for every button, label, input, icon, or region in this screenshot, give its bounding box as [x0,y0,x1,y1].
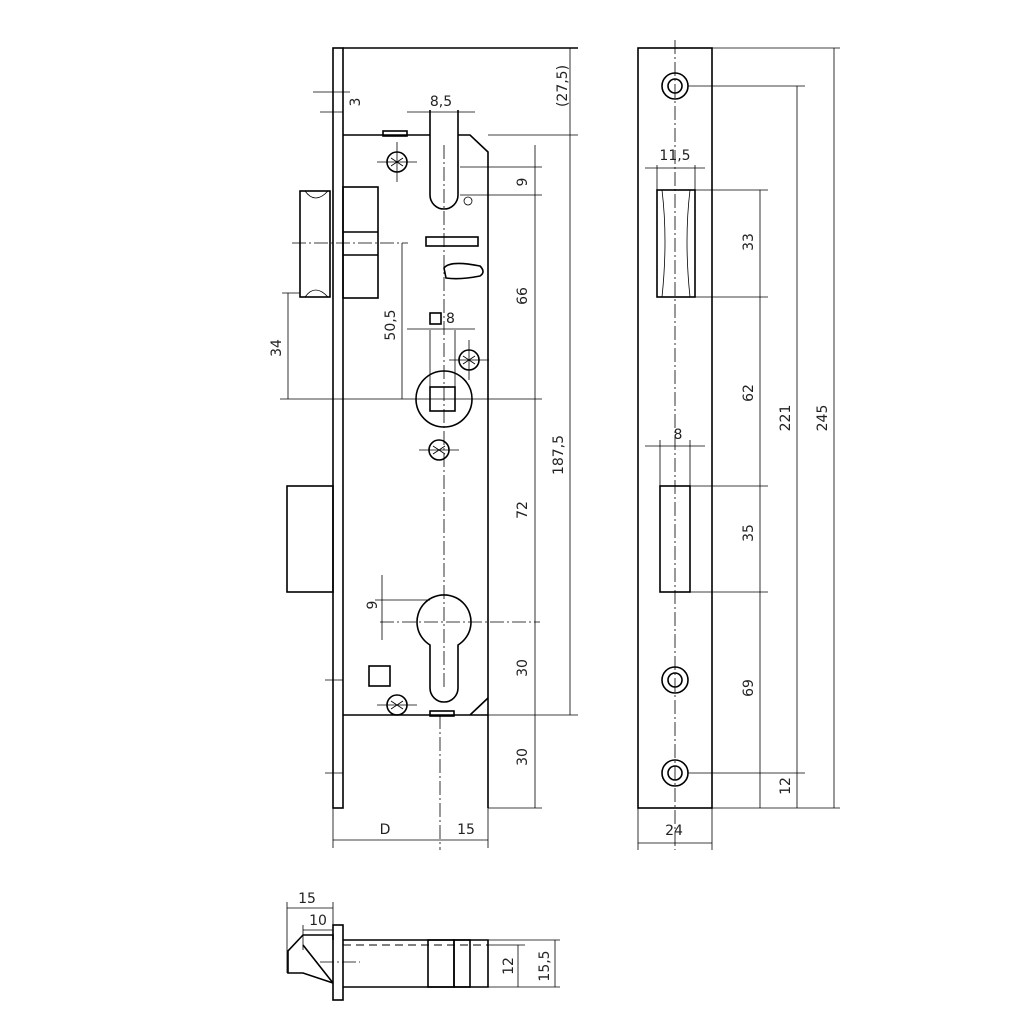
faceplate [332,47,344,809]
dim-hole-span: 221 [778,405,794,432]
dim-slot-width: 8,5 [430,94,452,110]
dim-bolt-opening-height: 35 [741,524,757,542]
strike-plate [637,40,840,850]
screw-icon [377,142,417,182]
dim-case-depth: 15 [457,822,475,838]
screw-hole-icon [661,666,689,694]
dim-latch-to-follower: 50,5 [383,309,399,340]
dim-cylinder-to-bottom: 30 [515,659,531,677]
screw-icon [449,340,489,380]
dim-between-openings: 62 [741,384,757,402]
catch [443,262,484,280]
dim-top-offset: (27,5) [555,65,571,107]
upper-slot [429,110,459,210]
screw-icon [419,439,459,461]
dim-latch-bevel: 10 [309,913,327,929]
dim-bottom-offset: 30 [515,748,531,766]
dim-follower-to-cylinder: 72 [515,501,531,519]
bolt-opening [659,485,691,593]
case-outline [343,134,489,808]
dim-case-inner: 12 [501,957,517,975]
screw-icon [377,694,417,716]
cylinder-cutout [416,594,472,703]
dim-upper-to-follower: 66 [515,287,531,305]
dim-overall-case: 187,5 [551,435,567,475]
dim-faceplate-thickness: 3 [348,98,364,107]
lock-body-front-view [280,47,578,850]
dim-bolt-to-hole: 69 [741,679,757,697]
dim-overall-height: 245 [815,405,831,432]
dim-bolt-opening-width: 8 [674,427,683,443]
dim-latch-height: 34 [269,339,285,357]
lock-top-view [286,902,560,1001]
latch-opening [656,189,696,298]
dim-latch-opening-height: 33 [741,233,757,251]
dim-plate-width: 24 [665,823,683,839]
latch-bolt [299,190,331,298]
dim-latch-projection: 15 [298,891,316,907]
dim-case-outer: 15,5 [537,950,553,981]
dim-backset: D [380,822,391,838]
dim-cylinder-offset: 9 [365,601,381,610]
dim-follower-square: 8 [446,311,455,327]
deadbolt [286,485,334,593]
dim-hole-to-bottom: 12 [778,777,794,795]
dim-slot-gap: 9 [515,178,531,187]
latch-housing [342,186,379,299]
dim-latch-opening-width: 11,5 [659,148,690,164]
